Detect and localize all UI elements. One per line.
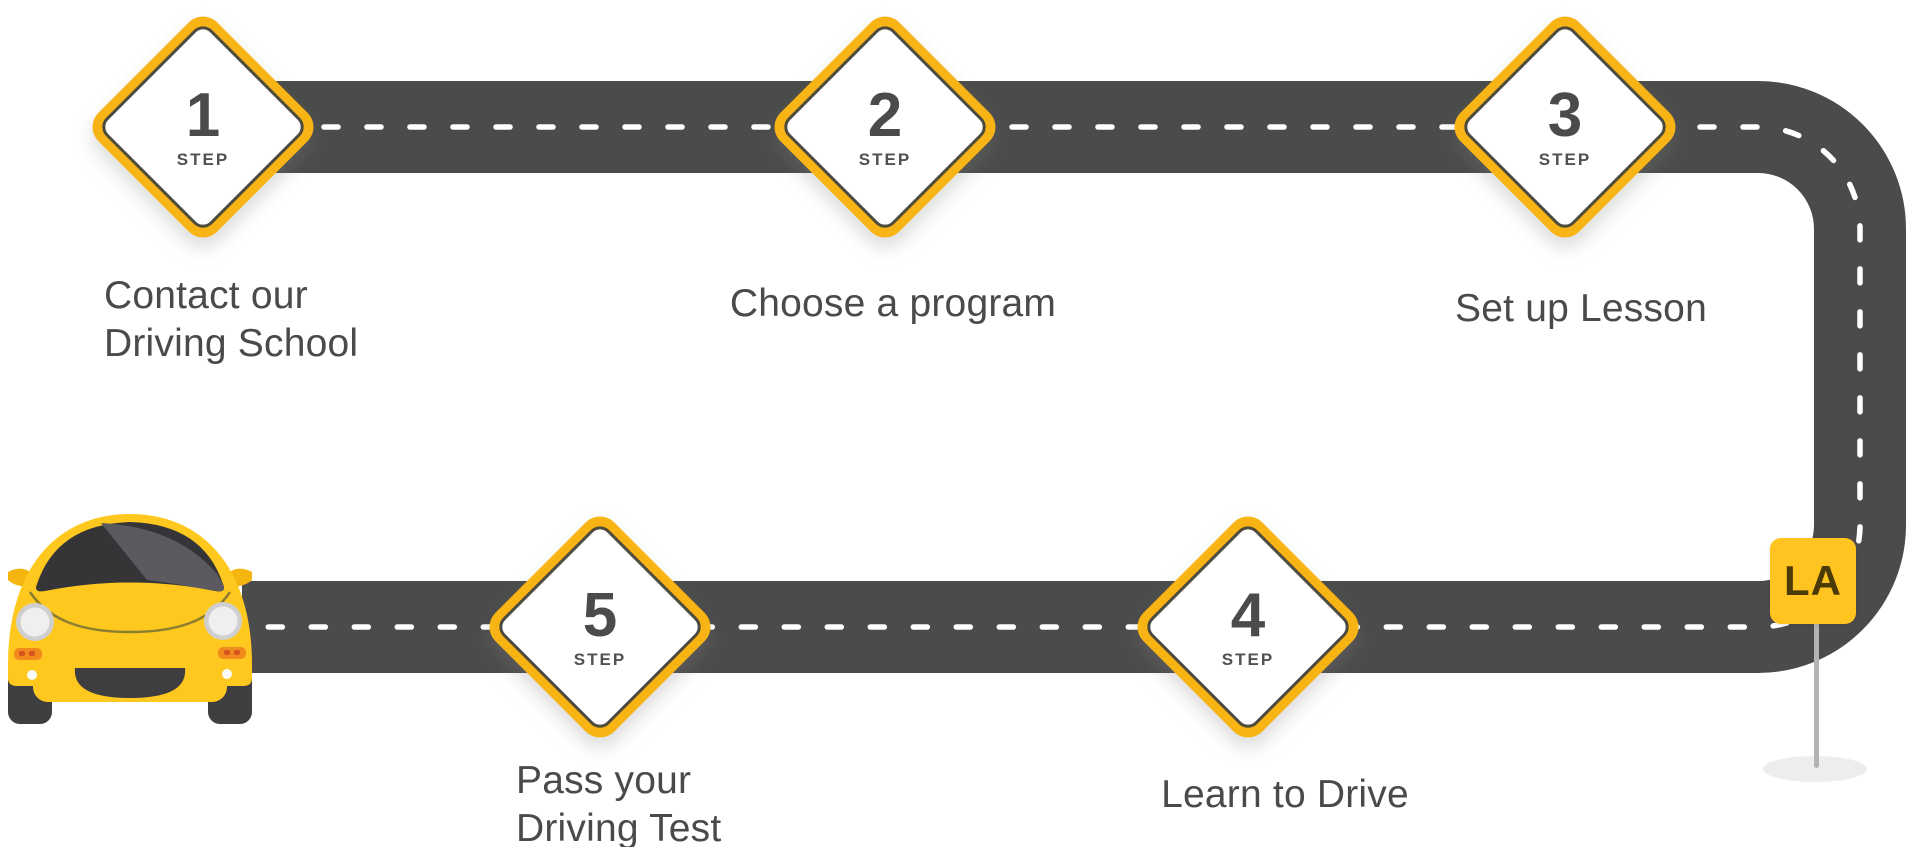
caption-line: Set up Lesson [1455,287,1707,330]
step-badge-label: STEP [176,149,230,169]
step-badge-label: STEP [1538,149,1592,169]
step-4-caption: Learn to Drive [1120,771,1450,819]
step-2-caption: Choose a program [713,280,1073,328]
step-2-sign: 2 STEP [766,8,1004,246]
step-3-caption: Set up Lesson [1431,285,1731,333]
car-icon [8,514,252,724]
destination-label: LA [1784,557,1842,604]
signpost-pole [1814,620,1819,768]
step-number: 2 [867,80,903,150]
caption-line: Learn to Drive [1161,773,1409,816]
step-5-caption: Pass your Driving Test [516,757,721,847]
step-badge-label: STEP [573,649,627,669]
caption-line: Driving School [104,321,359,365]
step-3-label: 3 STEP [1481,43,1649,211]
step-2-label: 2 STEP [801,43,969,211]
caption-line: Choose a program [729,282,1057,325]
step-5-sign: 5 STEP [481,508,719,746]
step-number: 4 [1230,580,1266,650]
caption-line: Pass your [516,759,692,802]
step-4-label: 4 STEP [1164,543,1332,711]
caption-line: Driving Test [516,806,722,847]
step-5-label: 5 STEP [516,543,684,711]
caption-line: Contact our [104,274,308,317]
step-badge-label: STEP [858,149,912,169]
step-1-caption: Contact our Driving School [104,272,358,367]
step-3-sign: 3 STEP [1446,8,1684,246]
step-1-sign: 1 STEP [84,8,322,246]
step-badge-label: STEP [1221,649,1275,669]
step-number: 1 [185,80,221,150]
step-number: 5 [582,580,618,650]
step-4-sign: 4 STEP [1129,508,1367,746]
destination-sign: LA [1770,538,1856,624]
step-number: 3 [1547,80,1583,150]
step-1-label: 1 STEP [119,43,287,211]
